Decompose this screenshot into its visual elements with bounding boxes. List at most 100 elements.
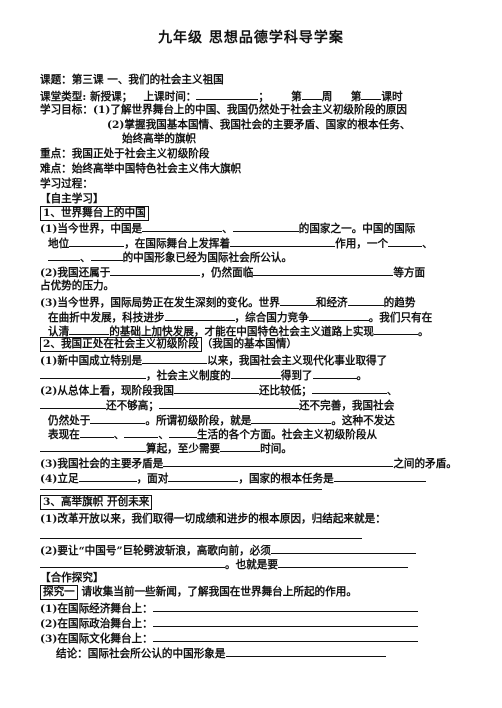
conclusion-blank <box>225 646 386 657</box>
s2-q3-line: (3)我国社会的主要矛盾是之间的矛盾。 <box>40 456 457 471</box>
section1-heading-box: 1、世界舞台上的中国 <box>40 206 149 221</box>
s2-q4-answer-line <box>40 489 322 490</box>
s2-q4-text2: ，面对 <box>136 473 169 485</box>
class-time-label: 上课时间： <box>143 91 197 103</box>
conclusion-text: 结论：国际社会所公认的中国形象是 <box>56 648 226 660</box>
key-point: 重点：我国正处于社会主义初级阶段 <box>40 148 210 160</box>
s2-q2d-text1: 表现在 <box>48 429 80 441</box>
self-study-heading: 【自主学习】 <box>40 193 104 205</box>
s2-q2a-text2: 还比较低； <box>258 385 312 397</box>
s2-q2c-blank2 <box>251 413 332 424</box>
s2-q2c-text3: 。这种不发达 <box>331 415 395 427</box>
s1-q2a-blank2 <box>253 265 394 276</box>
period-label: 第 <box>350 91 362 103</box>
s2-q2e-text1: 算起，至少需要 <box>146 443 221 455</box>
section2-heading: 2、我国正处在社会主义初级阶段（我国的基本国情） <box>40 337 297 352</box>
period-suffix: 课时 <box>381 91 403 103</box>
s1-q1c-blank1 <box>48 250 80 261</box>
s1-q1b-text1: 地位 <box>48 238 70 250</box>
s2-q1b-text2: 得到了 <box>280 370 313 382</box>
s1-q1-line-b: 地位，在国际舞台上发挥着作用，一个、 <box>48 236 433 251</box>
s2-q4-blank2 <box>168 471 239 482</box>
s2-q1b-text3: 。 <box>356 370 368 382</box>
s2-q2b-text1: 还不够高； <box>106 400 159 412</box>
s1-q3c-text1: 认清 <box>48 326 70 338</box>
s2-q2e-text2: 时间。 <box>260 443 292 455</box>
s2-q2-line-b: 还不够高； 还不完善，我国社会 <box>40 398 394 413</box>
goals-label: 学习目标： <box>40 104 93 116</box>
inquiry-culture-blank <box>152 631 418 642</box>
s1-q1a-blank1 <box>142 221 223 232</box>
goal-2: (2)掌握我国基本国情、我国社会的主要矛盾、国家的根本任务、 <box>107 119 411 131</box>
s1-q1-line-c: 、 的中国形象已经为国际社会所公认。 <box>48 250 292 265</box>
s2-q4-line: (4)立足，面对，国家的根本任务是 <box>40 471 426 486</box>
s2-q2e-blank1 <box>40 441 146 452</box>
s2-q1b-blank2 <box>230 368 281 379</box>
s3-q1-answer-line <box>40 538 362 539</box>
topic-line: 课题：第三课 一、我们的社会主义祖国 <box>40 74 224 86</box>
s2-q1a-text2: 以来，我国社会主义现代化事业取得了 <box>207 355 388 367</box>
s1-q3b-blank1 <box>164 310 235 321</box>
inquiry-politics-text: (2)在国际政治舞台上： <box>40 618 153 630</box>
s1-q3-line-b: 在曲折中发展，科技进步，综合国力竞争。我们只有在 <box>48 310 432 325</box>
s2-q2c-text1: 仍然处于 <box>48 415 91 427</box>
s2-q4-blank3 <box>333 471 426 482</box>
s1-q1c-text2: 的中国形象已经为国际社会所公认。 <box>122 252 293 264</box>
s2-q2d-blank2 <box>124 427 159 438</box>
section3-heading: 3、高举旗帜 开创未来 <box>40 495 153 510</box>
s2-q2-line-c: 仍然处于 。所谓初级阶段，就是 。这种不发达 <box>48 413 395 428</box>
s2-q1b-blank3 <box>312 368 357 379</box>
s2-q1b-text1: ，社会主义制度的 <box>146 370 231 382</box>
s1-q3-line-c: 认清的基础上加快发展，才能在中国特色社会主义道路上实现。 <box>48 324 429 339</box>
class-type-label: 课堂类型: 新授课； <box>40 91 133 103</box>
s2-q2c-text2: 。所谓初级阶段，就是 <box>145 415 252 427</box>
s1-q1a-text1: (1)当今世界，中国是 <box>40 223 143 235</box>
s1-q3a-text1: (3)当今世界，国际局势正在发生深刻的变化。世界 <box>40 297 280 309</box>
s3-q2a-text1: (2)要让“中国号”巨轮劈波斩浪，高歌向前，必须 <box>40 545 271 557</box>
s1-q1b-blank2 <box>230 236 336 247</box>
s2-q1a-text1: (1)新中国成立特别是 <box>40 355 143 367</box>
s2-q2c-blank1 <box>90 413 146 424</box>
s1-q2a-text3: 等方面 <box>393 267 426 279</box>
s1-q3b-text2: ，综合国力竞争 <box>234 312 309 324</box>
class-time-blank <box>196 89 259 100</box>
inquiry-politics: (2)在国际政治舞台上： <box>40 616 418 631</box>
s1-q3a-blank2 <box>347 295 384 306</box>
s3-q2a-blank1 <box>270 543 416 554</box>
inquiry-culture-text: (3)在国际文化舞台上： <box>40 633 153 645</box>
s1-q1b-text4: 、 <box>422 238 433 250</box>
s1-q3c-text3: 。 <box>418 326 429 338</box>
s1-q3b-text1: 在曲折中发展，科技进步 <box>48 312 165 324</box>
s3-q2-line-b: 。也就是要 <box>40 557 408 572</box>
s2-q2e-blank2 <box>220 441 261 452</box>
s2-q4-text1: (4)立足 <box>40 473 79 485</box>
s2-q2a-blank2 <box>311 383 387 394</box>
s1-q1b-text2: ，在国际舞台上发挥着 <box>124 238 231 250</box>
s2-q1-line-a: (1)新中国成立特别是 以来，我国社会主义现代化事业取得了 <box>40 353 387 368</box>
process-label: 学习过程： <box>40 178 93 190</box>
period-blank <box>361 89 382 100</box>
explore-text: 请收集当前一些新闻，了解我国在世界舞台上所起的作用。 <box>81 586 357 598</box>
s1-q2-line-b: 占优势的压力。 <box>40 280 115 292</box>
s2-q4-blank1 <box>78 471 137 482</box>
explore-label-box: 探究一 <box>40 585 78 600</box>
s1-q3b-blank2 <box>308 310 369 321</box>
s3-q1-line: (1)改革开放以来，我们取得一切成绩和进步的根本原因，归结起来就是： <box>40 513 386 525</box>
s2-q1b-blank1 <box>40 368 146 379</box>
s1-q3-line-a: (3)当今世界，国际局势正在发生深刻的变化。世界和经济的趋势 <box>40 295 415 310</box>
s2-q2b-text2: 还不完善，我国社会 <box>298 400 395 412</box>
section3-heading-box: 3、高举旗帜 开创未来 <box>40 495 153 510</box>
goal-1: (1)了解世界舞台上的中国、我国仍然处于社会主义初级阶段的原因 <box>92 104 407 116</box>
s1-q3c-blank2 <box>374 324 419 335</box>
inquiry-economy: (1)在国际经济舞台上： <box>40 601 418 616</box>
s2-q2a-text3: 、 <box>386 385 398 397</box>
difficult-point: 难点：始终高举中国特色社会主义伟大旗帜 <box>40 163 242 175</box>
s1-q3c-blank1 <box>69 324 110 335</box>
section1-heading: 1、世界舞台上的中国 <box>40 206 149 221</box>
s1-q1c-text1: 、 <box>80 252 91 264</box>
s2-q2d-text2: 、 <box>113 429 125 441</box>
s1-q2a-text2: ，仍然面临 <box>200 267 254 279</box>
s3-q2b-text1: 。也就是要 <box>225 559 278 571</box>
s2-q2d-text4: 生活的各个方面。社会主义初级阶段从 <box>196 429 378 441</box>
s1-q1c-blank2 <box>90 250 123 261</box>
